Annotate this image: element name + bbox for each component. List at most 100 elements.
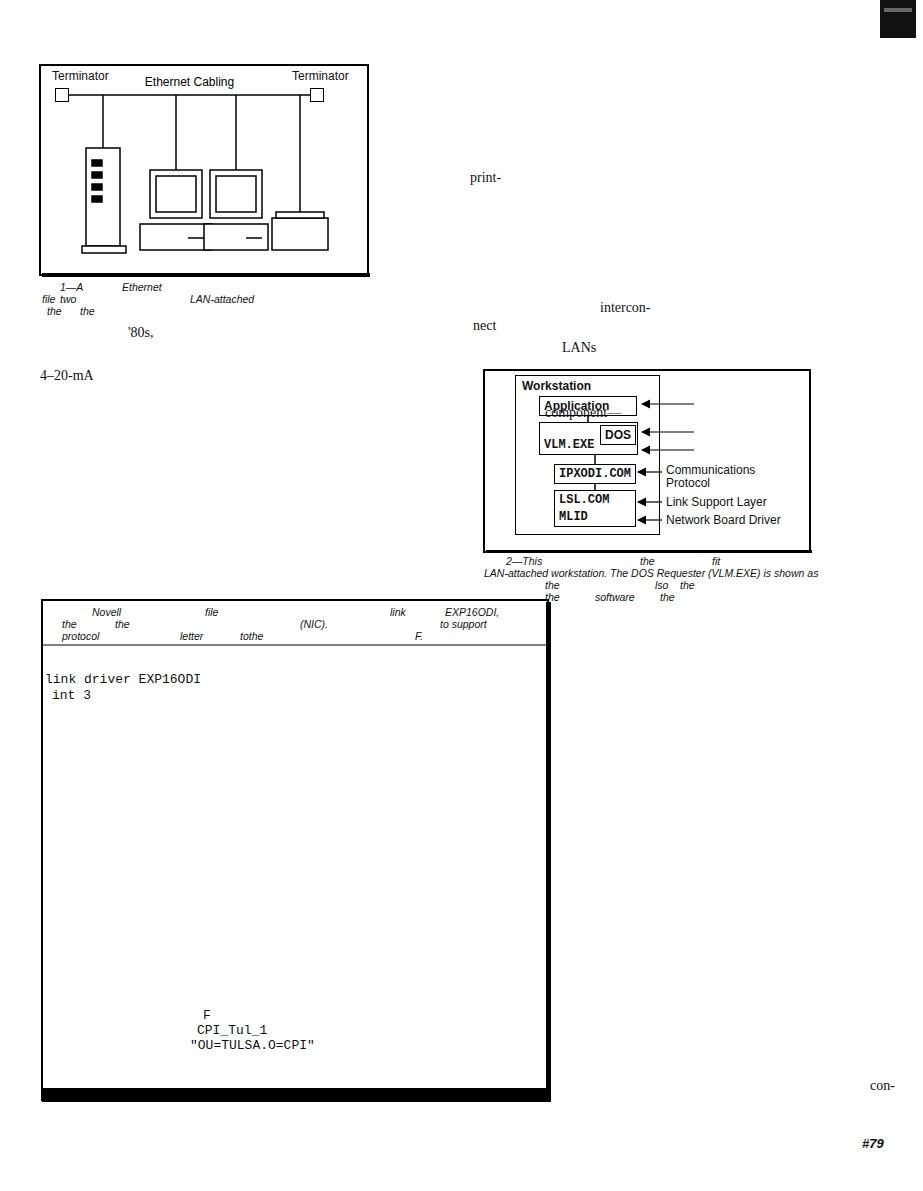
body-text: nect bbox=[473, 318, 496, 334]
node-text: LSL.COM bbox=[559, 493, 631, 507]
layer-label: Communications Protocol bbox=[666, 464, 776, 490]
network-drops bbox=[175, 95, 177, 170]
terminator: Terminator bbox=[292, 68, 349, 102]
caption-text: EXP16ODI, bbox=[445, 606, 499, 618]
node-text: Workstation bbox=[522, 379, 653, 393]
file-server-tower bbox=[92, 172, 102, 178]
layer-box: MLID bbox=[554, 508, 636, 527]
node-text: IPXODI.COM bbox=[559, 467, 631, 481]
file-server-tower bbox=[92, 160, 102, 166]
layer-box: IPXODI.COM bbox=[554, 464, 636, 484]
caption-text: lso bbox=[655, 579, 668, 591]
node-text: MLID bbox=[559, 510, 631, 524]
leader-arrows bbox=[638, 501, 662, 502]
caption-text: LAN-attached workstation. The DOS Reques… bbox=[484, 567, 818, 579]
figure-1-frame bbox=[42, 273, 370, 277]
connector bbox=[69, 94, 310, 96]
caption-text: tothe bbox=[240, 630, 263, 642]
file-server-tower bbox=[82, 246, 126, 253]
pc-workstation bbox=[156, 176, 196, 212]
caption-text: the bbox=[680, 579, 695, 591]
file-server-tower bbox=[82, 148, 126, 253]
layer-box: LSL.COM bbox=[554, 490, 636, 510]
listing-frame bbox=[42, 1088, 551, 1102]
leader-arrows bbox=[642, 403, 694, 404]
figure-2-frame bbox=[484, 370, 810, 552]
caption-text: the bbox=[115, 618, 130, 630]
workstation-box: WorkstationApplicationVLM.EXEDOSIPXODI.C… bbox=[515, 375, 660, 535]
body-text: LANs bbox=[562, 340, 596, 356]
caption-text: the bbox=[660, 591, 675, 603]
pc-workstation bbox=[210, 170, 262, 218]
body-text: 4–20-mA bbox=[40, 368, 94, 384]
listing-frame bbox=[42, 600, 551, 1102]
corner-tab bbox=[880, 0, 916, 38]
terminator-block bbox=[55, 88, 69, 102]
file-server-tower bbox=[86, 148, 120, 246]
network-drops bbox=[103, 95, 300, 218]
laser-printer bbox=[272, 218, 328, 250]
corner-tab bbox=[880, 0, 916, 38]
code-line: CPI_Tul_1 bbox=[197, 1023, 267, 1038]
node-text: Terminator bbox=[292, 68, 349, 84]
network-drops bbox=[102, 95, 104, 148]
caption-text: Novell bbox=[92, 606, 121, 618]
pc-workstation bbox=[140, 170, 212, 250]
body-text: intercon- bbox=[600, 300, 651, 316]
caption-text: the bbox=[545, 591, 560, 603]
layer-label: Link Support Layer bbox=[666, 496, 767, 509]
code-line: int 3 bbox=[52, 688, 91, 703]
caption-text: the bbox=[80, 305, 95, 317]
caption-text: F. bbox=[415, 630, 423, 642]
caption-text: Ethernet bbox=[122, 281, 162, 293]
caption-text: protocol bbox=[62, 630, 99, 642]
caption-text: link bbox=[390, 606, 406, 618]
terminator: Terminator bbox=[52, 68, 109, 102]
connector bbox=[594, 455, 596, 464]
body-text: #79 bbox=[862, 1136, 884, 1151]
node-text: DOS bbox=[605, 428, 631, 442]
pc-workstation bbox=[204, 224, 268, 250]
listing-frame bbox=[42, 645, 548, 646]
leader-arrows bbox=[638, 471, 662, 472]
terminator-block bbox=[310, 88, 324, 102]
figure-2-frame bbox=[486, 550, 812, 553]
caption-text: 2—This bbox=[506, 555, 542, 567]
leader-arrows bbox=[642, 449, 694, 450]
leader-arrows bbox=[638, 519, 662, 520]
listing-frame bbox=[546, 602, 551, 1100]
layer-box: VLM.EXEDOS bbox=[539, 422, 638, 455]
caption-text: to support bbox=[440, 618, 487, 630]
caption-text: software bbox=[595, 591, 635, 603]
figure-1-frame bbox=[40, 65, 370, 277]
layer-box: DOS bbox=[600, 425, 636, 445]
pc-workstation bbox=[204, 170, 268, 250]
caption-text: two bbox=[60, 293, 76, 305]
caption-text: fit bbox=[712, 555, 720, 567]
listing-frame bbox=[42, 600, 548, 1100]
pc-workstation bbox=[140, 224, 212, 250]
caption-text: the bbox=[62, 618, 77, 630]
laser-printer bbox=[272, 212, 328, 250]
caption-text: file bbox=[42, 293, 55, 305]
body-text: print- bbox=[470, 170, 501, 186]
network-drops bbox=[299, 95, 301, 218]
body-text: '80s, bbox=[128, 325, 153, 341]
caption-text: the bbox=[640, 555, 655, 567]
connector-label: Ethernet Cabling bbox=[143, 75, 236, 89]
network-drops bbox=[235, 95, 237, 170]
corner-tab bbox=[884, 8, 912, 12]
code-line: "OU=TULSA.O=CPI" bbox=[190, 1038, 315, 1053]
caption-text: (NIC). bbox=[300, 618, 328, 630]
body-text: con- bbox=[870, 1078, 895, 1094]
code-line: link driver EXP16ODI bbox=[45, 672, 201, 687]
laser-printer bbox=[276, 212, 324, 218]
pc-workstation bbox=[216, 176, 256, 212]
caption-text: the bbox=[47, 305, 62, 317]
pc-workstation bbox=[188, 237, 204, 239]
caption-text: file bbox=[205, 606, 218, 618]
body-text: component— bbox=[545, 405, 621, 421]
figure-1-frame bbox=[40, 65, 368, 275]
